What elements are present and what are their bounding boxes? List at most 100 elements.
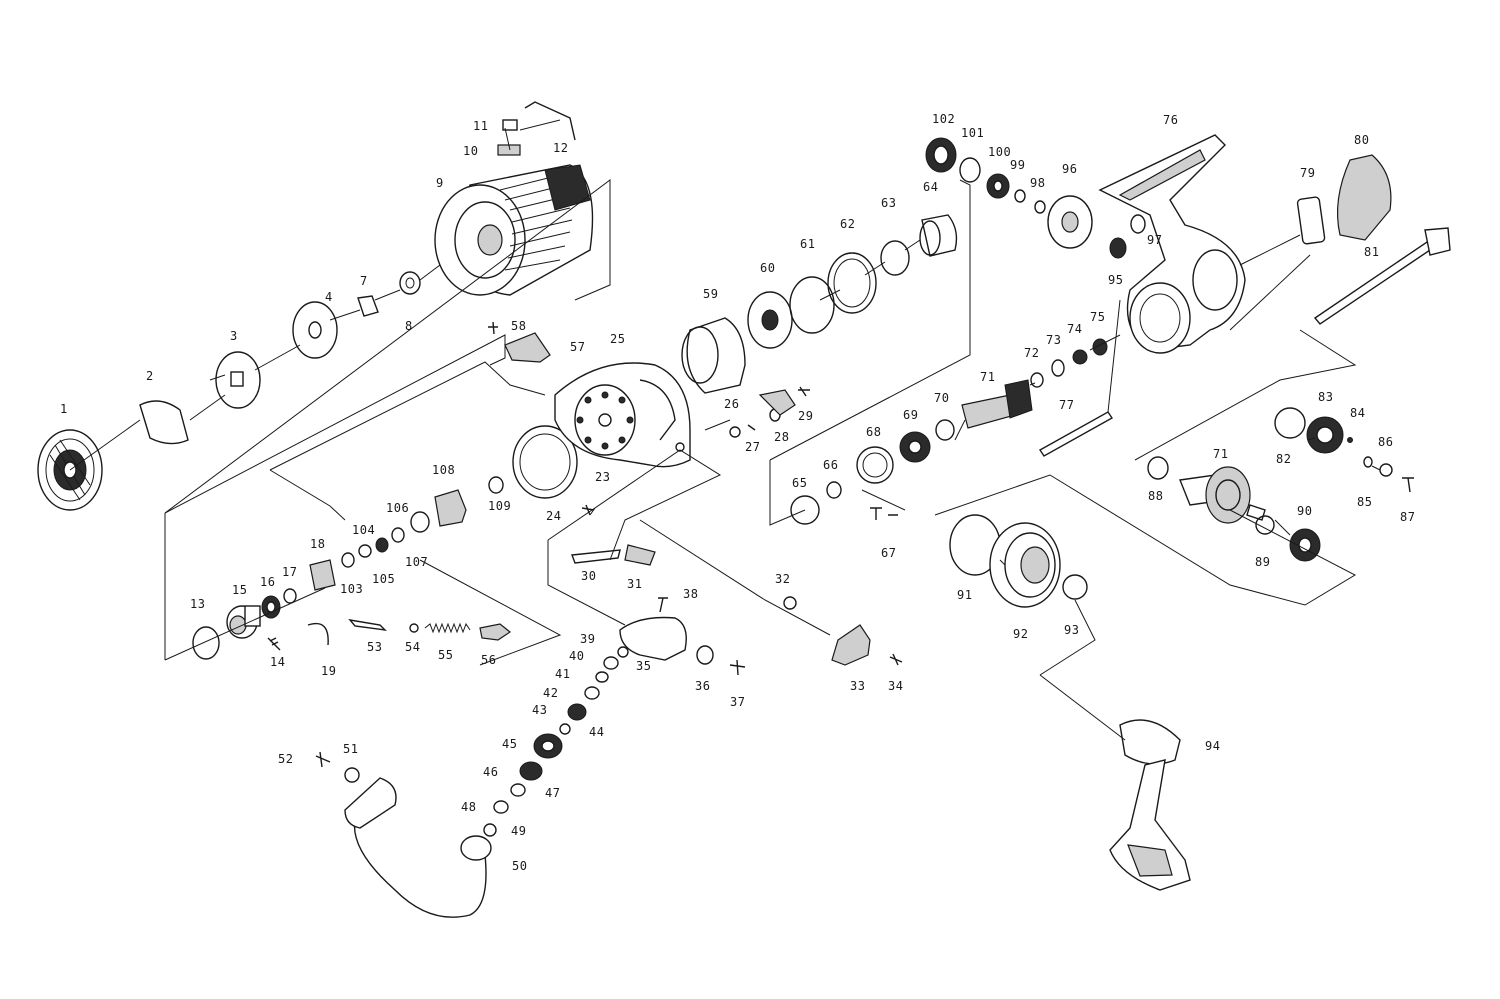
bracket-28b-drawing xyxy=(758,389,796,416)
ball-26-drawing xyxy=(729,426,741,438)
label-p97: 97 xyxy=(1147,233,1162,247)
label-p72: 72 xyxy=(1024,346,1039,360)
plate-96-drawing xyxy=(1047,195,1093,249)
label-p37: 37 xyxy=(730,695,745,709)
label-p62: 62 xyxy=(840,217,855,231)
label-p68: 68 xyxy=(866,425,881,439)
label-p70: 70 xyxy=(934,391,949,405)
label-p36: 36 xyxy=(695,679,710,693)
label-p107: 107 xyxy=(405,555,428,569)
pinion-drawing xyxy=(961,379,1033,429)
bail-arm-left-drawing xyxy=(344,777,397,829)
screw-34-drawing xyxy=(889,653,903,666)
bail-support-drawing xyxy=(619,616,687,661)
label-p71a: 71 xyxy=(980,370,995,384)
ring-73-drawing xyxy=(1051,359,1065,377)
label-p101: 101 xyxy=(961,126,984,140)
label-p74: 74 xyxy=(1067,322,1082,336)
label-p47: 47 xyxy=(545,786,560,800)
bail-arm-right-drawing xyxy=(460,835,492,861)
screw-87-drawing xyxy=(1402,477,1414,493)
bail-wire-drawing xyxy=(353,819,487,918)
label-p82: 82 xyxy=(1276,452,1291,466)
lever-30-drawing xyxy=(571,549,621,564)
label-p79: 79 xyxy=(1300,166,1315,180)
rotor-ring-drawing xyxy=(512,425,578,499)
label-p18: 18 xyxy=(310,537,325,551)
label-p13: 13 xyxy=(190,597,205,611)
label-p27: 27 xyxy=(745,440,760,454)
clip-85-drawing xyxy=(1363,456,1373,468)
main-shaft-81-drawing xyxy=(1313,227,1451,325)
label-p29: 29 xyxy=(798,409,813,423)
leader-lines xyxy=(69,119,1381,741)
label-p98: 98 xyxy=(1030,176,1045,190)
pin-27-drawing xyxy=(747,424,756,431)
label-p106: 106 xyxy=(386,501,409,515)
label-p85: 85 xyxy=(1357,495,1372,509)
bushing-107-drawing xyxy=(410,511,430,533)
label-p52: 52 xyxy=(278,752,293,766)
label-p73: 73 xyxy=(1046,333,1061,347)
wire-spring-drawing xyxy=(524,101,576,141)
label-p33: 33 xyxy=(850,679,865,693)
label-p64: 64 xyxy=(923,180,938,194)
label-p2: 2 xyxy=(146,369,154,383)
label-p1: 1 xyxy=(60,402,68,416)
label-p7: 7 xyxy=(360,274,368,288)
label-p42: 42 xyxy=(543,686,558,700)
label-p23: 23 xyxy=(595,470,610,484)
label-p94: 94 xyxy=(1205,739,1220,753)
part-drawings xyxy=(37,101,1451,918)
screw-38-drawing xyxy=(658,597,668,613)
ring-101-drawing xyxy=(959,157,981,183)
ring-72-drawing xyxy=(1030,372,1044,388)
label-p49: 49 xyxy=(511,824,526,838)
retainer-68-drawing xyxy=(856,446,894,484)
label-p45: 45 xyxy=(502,737,517,751)
nut-108-drawing xyxy=(434,489,467,527)
ring-105-drawing xyxy=(375,537,389,553)
label-p15: 15 xyxy=(232,583,247,597)
pin-84-drawing xyxy=(1347,437,1353,443)
label-p105: 105 xyxy=(372,572,395,586)
label-p4: 4 xyxy=(325,290,333,304)
spool-drawing xyxy=(434,164,594,296)
label-p99: 99 xyxy=(1010,158,1025,172)
label-p69: 69 xyxy=(903,408,918,422)
cover-80-drawing xyxy=(1336,154,1392,241)
bearing-69-drawing xyxy=(899,431,931,463)
label-p54: 54 xyxy=(405,640,420,654)
label-p46: 46 xyxy=(483,765,498,779)
collar-62b-drawing xyxy=(833,258,871,308)
label-p9: 9 xyxy=(436,176,444,190)
collar-62-drawing xyxy=(827,252,877,314)
ring-66-drawing xyxy=(826,481,842,499)
side-cap-92-drawing xyxy=(989,522,1061,608)
gear-83-drawing xyxy=(1306,416,1344,454)
label-p81: 81 xyxy=(1364,245,1379,259)
reel-body-drawing xyxy=(1098,134,1246,354)
label-p12: 12 xyxy=(553,141,568,155)
label-p38: 38 xyxy=(683,587,698,601)
label-p67: 67 xyxy=(881,546,896,560)
label-p31: 31 xyxy=(627,577,642,591)
screw-29-drawing xyxy=(798,386,810,397)
label-p75: 75 xyxy=(1090,310,1105,324)
label-p100: 100 xyxy=(988,145,1011,159)
label-p109: 109 xyxy=(488,499,511,513)
spring-clip-drawing xyxy=(139,400,189,445)
screw-58-drawing xyxy=(488,321,498,335)
bushing-95-drawing xyxy=(1109,237,1127,259)
drag-washer-drawing xyxy=(292,301,338,359)
line-roller-stack-drawing xyxy=(483,646,629,837)
washer-54-drawing xyxy=(409,623,419,633)
label-p16: 16 xyxy=(260,575,275,589)
bracket-57-drawing xyxy=(504,332,551,363)
bushing-86-drawing xyxy=(1379,463,1393,477)
washer-103-drawing xyxy=(341,552,355,568)
label-p76: 76 xyxy=(1163,113,1178,127)
washer-106-drawing xyxy=(391,527,405,543)
small-clip-drawing xyxy=(502,119,518,131)
label-p84: 84 xyxy=(1350,406,1365,420)
